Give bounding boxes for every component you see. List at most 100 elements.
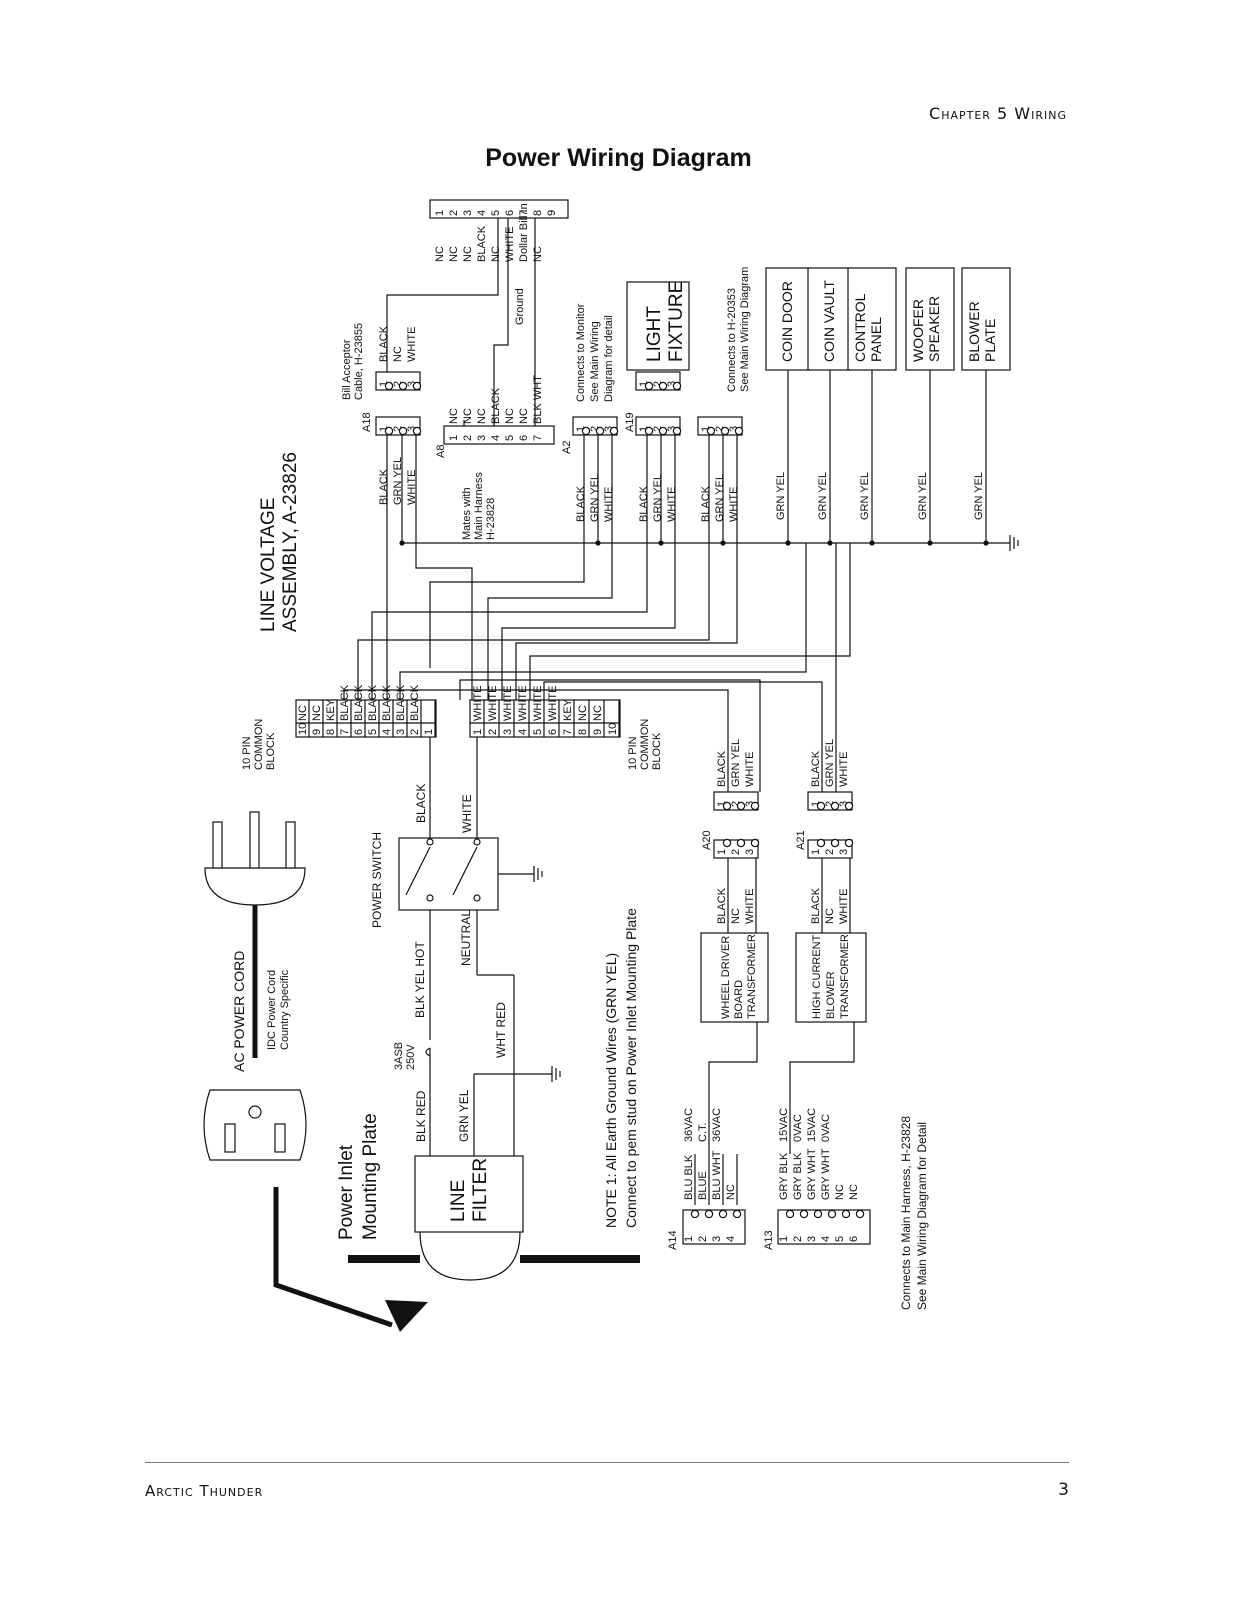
note-ground-2: Connect to pem stud on Power Inlet Mount… [623,908,639,1228]
top9-pin: 5 [490,210,502,216]
transformer-a20-3: TRANSFORMER [746,934,758,1019]
fuse-rating-2: 250V [405,1044,417,1070]
left-common-block [295,699,437,738]
inlet-mounting-plate-right [520,1255,640,1263]
right-block-pin: 8 [577,729,589,735]
wire-run [529,543,851,700]
a19-wire-label: WHITE [666,487,678,522]
connector-a18-pin: 3 [406,426,418,432]
a13-pin: 4 [820,1236,832,1242]
wire-white-switch: WHITE [460,794,474,833]
a14-volts: 36VAC [711,1108,723,1142]
connector-a21-top-wire: WHITE [838,752,850,787]
top9-ground-label: Ground [514,288,526,325]
wire-run [399,543,807,700]
main-harness-note-1: Connects to Main Harness, H-23828 [899,1116,913,1310]
connector-a2-pin: 1 [575,426,587,432]
left-block-pin: 7 [339,729,351,735]
a8-label: NC [518,408,530,424]
connector-h20353-pin: 1 [700,426,712,432]
connector-a2-pin: 3 [603,426,615,432]
top9-pin: 9 [546,210,558,216]
ac-cord-note-1: IDC Power Cord [266,970,278,1050]
a13-volts: 0VAC [792,1114,804,1142]
a8-label: BLK WHT [532,375,544,424]
connector-a21-bottom-pin: 2 [824,849,836,855]
line-filter-label-2: FILTER [470,1158,491,1222]
note-ground-1: NOTE 1: All Earth Ground Wires (GRN YEL) [603,953,619,1228]
inlet-receptacle-icon [203,1089,307,1161]
a13-wire: GRY WHT [806,1148,818,1200]
connector-a18-mate-pin: 1 [378,381,390,387]
connector-a21-top-pin: 1 [810,801,822,807]
top9-pin: 3 [462,210,474,216]
a8-pin: 1 [448,435,460,441]
left-block-title-3: BLOCK [265,732,277,770]
connector-a19-pin: 1 [638,426,650,432]
wire-run [501,435,676,700]
left-block-label: BLACK [367,684,379,721]
right-block-title-2: COMMON [639,719,651,770]
a13-wire: NC [848,1184,860,1200]
a8-label: NC [476,408,488,424]
top9-label: WHITE [504,227,516,262]
left-block-pin: 9 [311,729,323,735]
connector-a19-pin: 2 [652,426,664,432]
a13-volts: 15VAC [806,1108,818,1142]
a8-label: BLACK [490,387,502,424]
connector-a18-mate-pin: 2 [392,381,404,387]
right-common-block [469,699,621,738]
a18-cable-label-2: Cable, H-23855 [353,323,365,400]
connector-a21-top-wire: BLACK [810,750,822,787]
a8-pin: 4 [490,435,502,441]
wire-run [371,435,648,700]
wire-run [493,218,509,426]
right-block-pin: 9 [592,729,604,735]
left-block-pin: 10 [297,723,309,735]
connector-a8-id: A8 [435,445,447,458]
a2-wire-label: BLACK [575,485,587,522]
transformer-a21-1: HIGH CURRENT [811,934,823,1019]
wire-grn-yel-inlet: GRN YEL [457,1089,471,1142]
chassis-ground-icon [1009,535,1019,551]
a13-pin: 1 [778,1236,790,1242]
a2-wire-label: GRN YEL [589,474,601,522]
a8-pin: 6 [518,435,530,441]
left-block-label: KEY [325,698,337,721]
top9-pin: 7 [518,210,530,216]
h20353-wire-label: GRN YEL [714,474,726,522]
connector-a20-bottom-pin: 2 [730,849,742,855]
connector-a18-id: A18 [361,412,373,432]
wire-run [789,1022,855,1154]
a13-pin: 3 [806,1236,818,1242]
right-block-pin: 10 [607,723,619,735]
left-block-pin: 3 [395,729,407,735]
wire-wht-red: WHT RED [494,1002,508,1058]
right-block-pin: 6 [547,729,559,735]
a8-pin: 3 [476,435,488,441]
right-block-pin: 4 [517,729,529,735]
right-block-pin: 1 [472,729,484,735]
ground-wire-label: GRN YEL [973,472,985,520]
a8-mates-label: H-23828 [485,498,497,540]
connector-a19-id: A19 [624,412,636,432]
power-switch[interactable] [398,837,543,911]
right-block-label: NC [592,705,604,721]
top9-label: NC [448,246,460,262]
transformer-a20-2: BOARD [733,980,745,1019]
left-block-label: BLACK [339,684,351,721]
footer-page-number: 3 [1058,1480,1069,1500]
a13-wire: GRY BLK [792,1152,804,1200]
right-block-label: WHITE [472,686,484,721]
connector-a13-id: A13 [763,1230,775,1250]
top9-pin: 8 [532,210,544,216]
connector-a21-id: A21 [795,830,807,850]
connector-a2-id: A2 [561,441,573,454]
left-block-pin: 8 [325,729,337,735]
top9-pin: 1 [434,210,446,216]
line-filter: LINE FILTER [414,1155,524,1281]
